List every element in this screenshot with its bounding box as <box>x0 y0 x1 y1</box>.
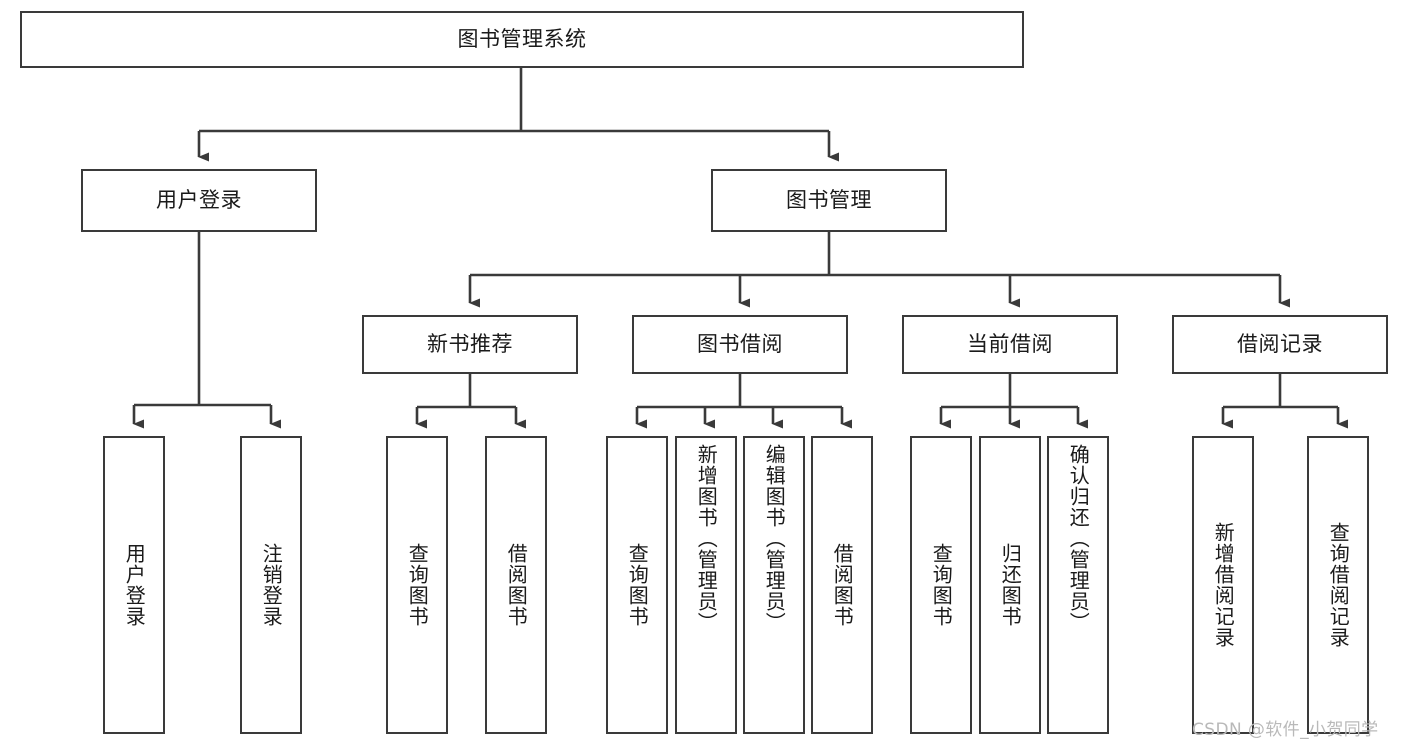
node-label: 图书管理 <box>786 187 872 212</box>
node-book-management[interactable]: 图书管理 <box>711 169 947 232</box>
node-label: 查询图书 <box>929 543 954 627</box>
node-new-book-recommendation[interactable]: 新书推荐 <box>362 315 578 374</box>
node-label: 借阅记录 <box>1237 331 1323 356</box>
node-label: 新增借阅记录 <box>1211 522 1236 648</box>
node-label: 新书推荐 <box>427 331 513 356</box>
node-label: 确认归还（管理员） <box>1066 444 1091 633</box>
leaf-book-borrow-edit-book-admin[interactable]: 编辑图书（管理员） <box>743 436 805 734</box>
leaf-current-borrow-return-books[interactable]: 归还图书 <box>979 436 1041 734</box>
node-label: 查询借阅记录 <box>1326 522 1351 648</box>
node-label: 当前借阅 <box>967 331 1053 356</box>
leaf-borrow-record-add-record[interactable]: 新增借阅记录 <box>1192 436 1254 734</box>
node-label: 用户登录 <box>122 543 147 627</box>
node-user-login[interactable]: 用户登录 <box>81 169 317 232</box>
leaf-new-book-query-books[interactable]: 查询图书 <box>386 436 448 734</box>
node-label: 图书借阅 <box>697 331 783 356</box>
csdn-watermark: CSDN @软件_小贺同学 <box>1192 720 1379 740</box>
node-label: 注销登录 <box>259 543 284 627</box>
leaf-borrow-record-query-record[interactable]: 查询借阅记录 <box>1307 436 1369 734</box>
leaf-book-borrow-borrow-books[interactable]: 借阅图书 <box>811 436 873 734</box>
node-label: 查询图书 <box>405 543 430 627</box>
node-label: 编辑图书（管理员） <box>762 444 787 633</box>
node-label: 借阅图书 <box>504 543 529 627</box>
node-label: 用户登录 <box>156 187 242 212</box>
leaf-current-borrow-confirm-return-admin[interactable]: 确认归还（管理员） <box>1047 436 1109 734</box>
leaf-user-login-login[interactable]: 用户登录 <box>103 436 165 734</box>
node-current-borrowing[interactable]: 当前借阅 <box>902 315 1118 374</box>
node-root-book-management-system[interactable]: 图书管理系统 <box>20 11 1024 68</box>
node-book-borrowing[interactable]: 图书借阅 <box>632 315 848 374</box>
leaf-new-book-borrow-books[interactable]: 借阅图书 <box>485 436 547 734</box>
leaf-book-borrow-add-book-admin[interactable]: 新增图书（管理员） <box>675 436 737 734</box>
leaf-user-login-logout[interactable]: 注销登录 <box>240 436 302 734</box>
leaf-book-borrow-query-books[interactable]: 查询图书 <box>606 436 668 734</box>
node-borrowing-records[interactable]: 借阅记录 <box>1172 315 1388 374</box>
node-label: 借阅图书 <box>830 543 855 627</box>
node-label: 查询图书 <box>625 543 650 627</box>
node-label: 归还图书 <box>998 543 1023 627</box>
leaf-current-borrow-query-books[interactable]: 查询图书 <box>910 436 972 734</box>
node-label: 新增图书（管理员） <box>694 444 719 633</box>
node-label: 图书管理系统 <box>457 26 587 51</box>
